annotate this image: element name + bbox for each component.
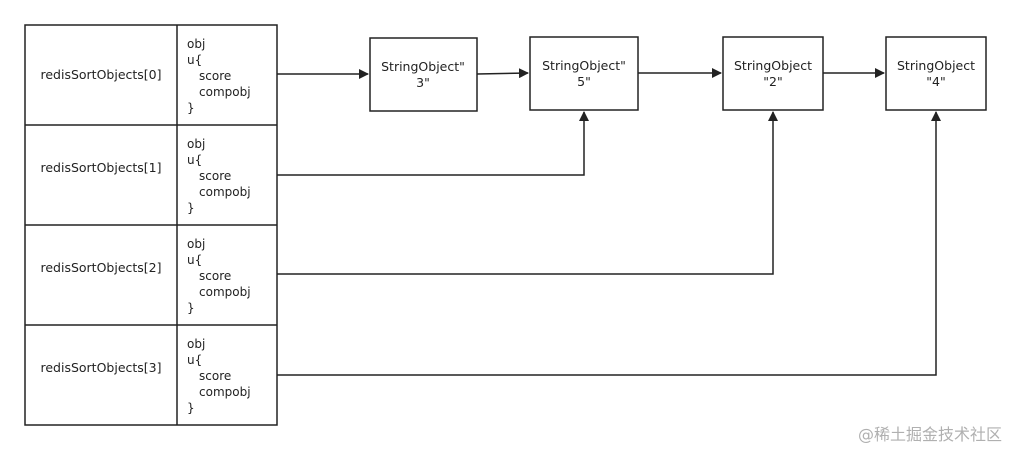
row-name: redisSortObjects[2] [40,260,161,275]
node-box [369,37,478,112]
field-compobj: compobj [199,85,251,99]
field-union-close: } [187,401,195,415]
node-box [722,36,824,111]
watermark-text: @稀土掘金技术社区 [858,425,1002,444]
sort-objects-table: redisSortObjects[0] obj u{ score compobj… [24,24,278,426]
connector-arrow [277,111,778,275]
string-object-node: StringObject "2" [722,36,824,111]
field-union-open: u{ [187,253,202,267]
node-label-line1: StringObject" [542,58,626,73]
node-label-line1: StringObject" [381,59,465,74]
string-object-node: StringObject" 5" [529,36,639,111]
row-name: redisSortObjects[1] [40,160,161,175]
field-obj: obj [187,337,205,351]
field-union-open: u{ [187,353,202,367]
string-object-node: StringObject "4" [885,36,987,111]
field-compobj: compobj [199,285,251,299]
node-label-line1: StringObject [897,58,975,73]
row-name: redisSortObjects[0] [40,67,161,82]
field-obj: obj [187,237,205,251]
node-label-line2: "2" [763,74,782,89]
field-score: score [199,169,231,183]
field-compobj: compobj [199,385,251,399]
node-label-line2: 5" [577,74,591,89]
field-union-open: u{ [187,53,202,67]
field-score: score [199,369,231,383]
connector-arrow [476,68,529,79]
field-obj: obj [187,37,205,51]
string-object-node: StringObject" 3" [369,37,478,112]
field-union-close: } [187,201,195,215]
field-obj: obj [187,137,205,151]
field-union-open: u{ [187,153,202,167]
node-label-line1: StringObject [734,58,812,73]
table-row: redisSortObjects[0] obj u{ score compobj… [40,37,250,115]
row-name: redisSortObjects[3] [40,360,161,375]
field-compobj: compobj [199,185,251,199]
connector-arrow [277,111,589,176]
node-box [529,36,639,111]
table-row: redisSortObjects[1] obj u{ score compobj… [40,137,250,215]
connectors [277,68,941,376]
table-row: redisSortObjects[3] obj u{ score compobj… [40,337,250,415]
connector-arrow [277,111,941,376]
node-label-line2: "4" [926,74,945,89]
node-box [885,36,987,111]
field-score: score [199,269,231,283]
node-label-line2: 3" [416,75,430,90]
table-row: redisSortObjects[2] obj u{ score compobj… [40,237,250,315]
field-score: score [199,69,231,83]
field-union-close: } [187,101,195,115]
field-union-close: } [187,301,195,315]
